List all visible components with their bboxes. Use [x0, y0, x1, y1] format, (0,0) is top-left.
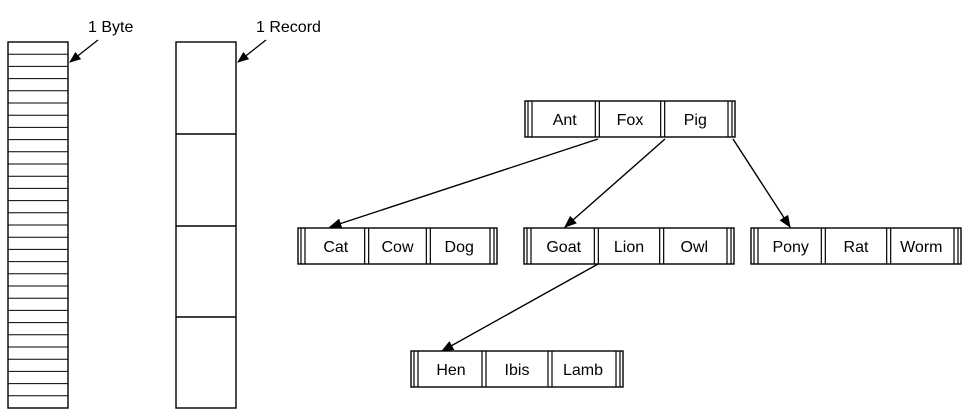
- root-node: Ant Fox Pig: [524, 100, 736, 138]
- record-pointer-arrow: [237, 39, 267, 63]
- grandchild-node: Hen Ibis Lamb: [410, 350, 624, 388]
- byte-sequence-file: [7, 41, 69, 409]
- node-key-label: Owl: [681, 239, 709, 256]
- node-key-label: Dog: [445, 239, 474, 256]
- node-key-label: Cat: [323, 239, 348, 256]
- node-key-label: Ibis: [505, 362, 530, 379]
- node-key-label: Rat: [844, 239, 869, 256]
- tree-edge-root-to-left: [328, 138, 599, 229]
- byte-label: 1 Byte: [88, 19, 133, 36]
- middle-child-node: Goat Lion Owl: [523, 227, 735, 265]
- tree-edge-root-to-right: [732, 138, 791, 229]
- node-key-label: Ant: [553, 112, 578, 129]
- node-key-label: Hen: [436, 362, 465, 379]
- record-sequence-outline: [175, 41, 237, 409]
- node-key-label: Pony: [772, 239, 808, 256]
- node-key-label: Worm: [900, 239, 942, 256]
- node-outline: [410, 350, 624, 388]
- node-key-label: Fox: [617, 112, 644, 129]
- node-key-label: Lion: [614, 239, 644, 256]
- record-sequence-file: [175, 41, 237, 409]
- byte-pointer-arrow: [69, 39, 99, 63]
- node-key-label: Lamb: [563, 362, 603, 379]
- node-key-label: Cow: [381, 239, 413, 256]
- node-outline: [524, 100, 736, 138]
- left-child-node: Cat Cow Dog: [297, 227, 498, 265]
- node-key-label: Pig: [684, 112, 707, 129]
- record-label: 1 Record: [256, 19, 321, 36]
- byte-divider-lines: [8, 53, 68, 397]
- right-child-node: Pony Rat Worm: [750, 227, 962, 265]
- tree-edge-middle-to-bottom: [440, 263, 599, 352]
- node-outline: [523, 227, 735, 265]
- node-outline: [750, 227, 962, 265]
- node-key-label: Goat: [546, 239, 581, 256]
- node-outline: [297, 227, 498, 265]
- tree-edges: [328, 138, 791, 352]
- tree-edge-root-to-middle: [564, 138, 666, 228]
